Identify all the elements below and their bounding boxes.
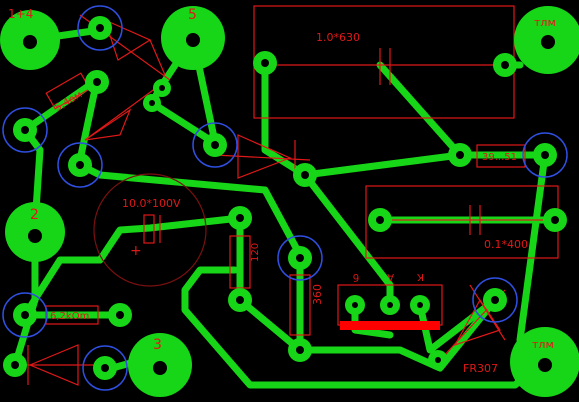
pad-small-14 bbox=[543, 208, 567, 232]
pad-tlm-top bbox=[514, 6, 579, 74]
pad-small-5 bbox=[143, 94, 161, 112]
pad-small-8 bbox=[253, 51, 277, 75]
pad-small-13 bbox=[368, 208, 392, 232]
pad-small-26 bbox=[472, 277, 518, 323]
label-pin-a: А bbox=[387, 271, 394, 282]
diode-fr307-bar bbox=[469, 284, 506, 341]
diode-center-lead bbox=[214, 154, 311, 161]
label-tlm-top: тлм bbox=[534, 16, 556, 29]
label-cap-plus: + bbox=[130, 243, 142, 259]
label-res-51: 39...51 bbox=[482, 152, 517, 163]
res-360-outline bbox=[289, 274, 311, 336]
trace-connector-b bbox=[416, 296, 499, 354]
label-tlm-bottom: тлм bbox=[532, 338, 554, 351]
trace-cap-top bbox=[261, 58, 309, 179]
connector-bar bbox=[340, 321, 440, 330]
label-pad-2: 2 bbox=[30, 207, 39, 223]
trace-6k2-up bbox=[21, 214, 244, 319]
diode-mid-lead bbox=[84, 84, 161, 141]
pad-small-18 bbox=[288, 338, 312, 362]
trace-junction bbox=[301, 151, 464, 179]
pad-small-24 bbox=[380, 295, 400, 315]
trace-cap-top-right bbox=[376, 61, 549, 159]
diode-top bbox=[104, 18, 152, 61]
label-res-360: 360 bbox=[311, 284, 324, 305]
pad-small-11 bbox=[448, 143, 472, 167]
trace-loop bbox=[181, 266, 549, 389]
pad-5 bbox=[161, 6, 225, 70]
pad-small-2 bbox=[2, 107, 48, 153]
cap-electrolytic-outline bbox=[93, 173, 207, 287]
trace-mid bbox=[76, 161, 304, 354]
trace-120 bbox=[236, 214, 499, 372]
diode-mid bbox=[84, 108, 132, 141]
res-6k2-outline bbox=[45, 305, 99, 325]
pad-small-9 bbox=[493, 53, 517, 77]
label-cap-right: 0.1*400 bbox=[484, 238, 528, 251]
pad-small-20 bbox=[108, 303, 132, 327]
pad-small-3 bbox=[85, 70, 109, 94]
label-pad-1-4: 1+4 bbox=[8, 7, 33, 21]
pad-small-12 bbox=[522, 132, 568, 178]
pad-small-21 bbox=[3, 353, 27, 377]
label-cap-electrolytic: 10.0*100V bbox=[122, 197, 181, 210]
label-res-6k2: 6,2kOm bbox=[50, 311, 89, 322]
pad-tlm-bottom bbox=[510, 327, 579, 397]
label-pad-3: 3 bbox=[153, 337, 162, 353]
pad-small-19 bbox=[2, 292, 48, 338]
label-pad-5: 5 bbox=[188, 7, 197, 23]
pads bbox=[0, 5, 579, 397]
label-diode-fr307: FR307 bbox=[463, 362, 498, 375]
pad-small-1 bbox=[77, 5, 123, 51]
pad-2 bbox=[5, 202, 65, 262]
pad-small-27 bbox=[428, 350, 448, 370]
pad-small-22 bbox=[82, 345, 128, 391]
pad-small-6 bbox=[153, 79, 171, 97]
pad-small-4 bbox=[57, 142, 103, 188]
diode-top-bar bbox=[149, 39, 166, 76]
label-pin-b: б bbox=[353, 271, 359, 282]
res-51-outline bbox=[476, 144, 526, 168]
cap-electrolytic-body bbox=[143, 214, 155, 244]
pad-small-15 bbox=[228, 206, 252, 230]
labels: 1+4 5 2 3 тлм тлм 1.0*630 0.1*400 10.0*1… bbox=[8, 7, 556, 375]
pad-small-25 bbox=[410, 295, 430, 315]
diode-fr307 bbox=[453, 298, 501, 347]
pad-small-10 bbox=[293, 163, 317, 187]
label-res-120: 120 bbox=[250, 243, 261, 262]
cap-top-outline bbox=[253, 5, 515, 119]
pad-small-16 bbox=[228, 288, 252, 312]
pad-1-4 bbox=[0, 10, 60, 70]
label-res-5k4: 5,4ом bbox=[53, 89, 84, 113]
pad-3 bbox=[128, 333, 192, 397]
pad-small-7 bbox=[192, 122, 238, 168]
label-pin-k: К bbox=[417, 271, 424, 282]
pad-small-17 bbox=[277, 235, 323, 281]
pad-small-23 bbox=[345, 295, 365, 315]
label-cap-top: 1.0*630 bbox=[316, 31, 360, 44]
